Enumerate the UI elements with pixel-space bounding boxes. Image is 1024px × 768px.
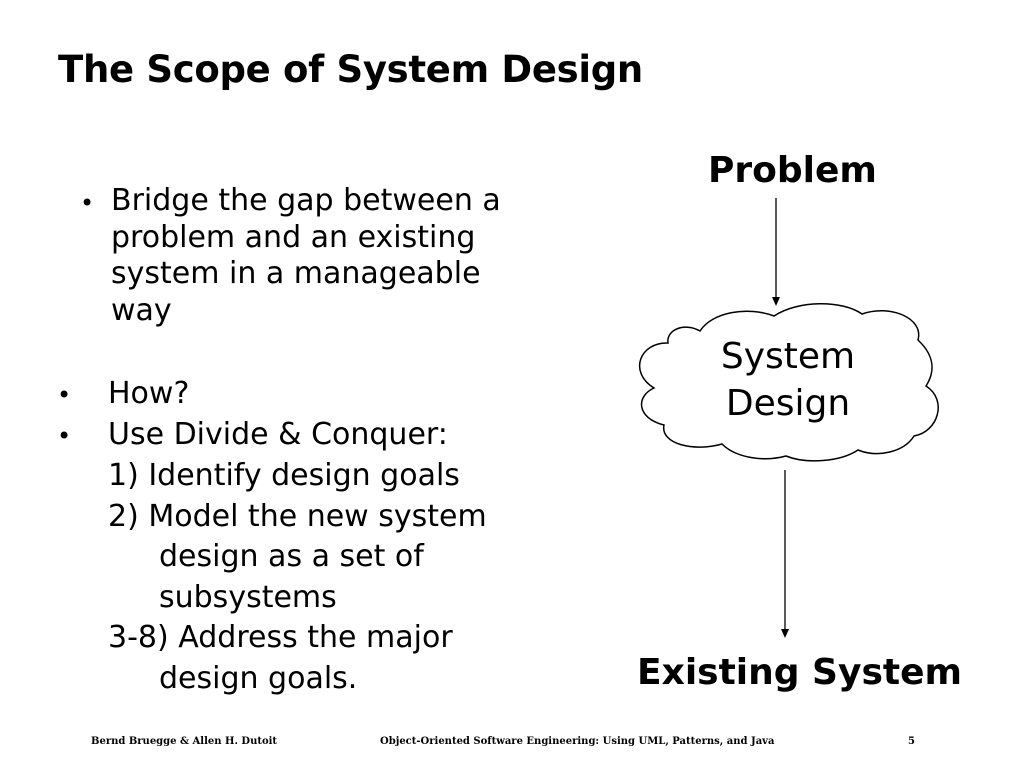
bullet-icon: • xyxy=(57,381,72,409)
step-3-line-2: design goals. xyxy=(159,661,358,696)
bullet-bridge-line-1: Bridge the gap between a xyxy=(111,183,501,218)
bullet-icon: • xyxy=(57,422,72,450)
footer-page-number: 5 xyxy=(908,736,915,747)
arrow-head-icon xyxy=(772,297,780,306)
cloud-label-line-2: Design xyxy=(725,383,851,424)
bullet-bridge-line-2: problem and an existing xyxy=(111,219,476,255)
bullet-divide-conquer: Use Divide & Conquer: xyxy=(108,417,448,452)
step-2-line-1: 2) Model the new system xyxy=(108,499,487,534)
bullet-icon: • xyxy=(80,189,95,217)
problem-label: Problem xyxy=(708,150,877,191)
footer-book-title: Object-Oriented Software Engineering: Us… xyxy=(380,736,775,747)
bullet-bridge-line-3: system in a manageable xyxy=(111,256,481,291)
cloud-label-line-1: System xyxy=(720,336,856,377)
bullet-bridge-line-4: way xyxy=(111,292,172,328)
arrow-head-icon xyxy=(781,629,789,638)
step-2-line-3: subsystems xyxy=(159,580,337,615)
slide-title: The Scope of System Design xyxy=(58,48,643,91)
step-2-line-2: design as a set of xyxy=(159,539,424,574)
bullet-bridge: Bridge the gap between a problem and an … xyxy=(111,183,501,329)
footer-authors: Bernd Bruegge & Allen H. Dutoit xyxy=(91,736,278,747)
step-3-line-1: 3-8) Address the major xyxy=(108,620,453,655)
existing-system-label: Existing System xyxy=(637,652,963,693)
cloud-label: System Design xyxy=(688,333,888,427)
cloud-shape xyxy=(638,303,939,462)
bullet-how: How? xyxy=(108,376,190,411)
step-1: 1) Identify design goals xyxy=(108,458,460,493)
